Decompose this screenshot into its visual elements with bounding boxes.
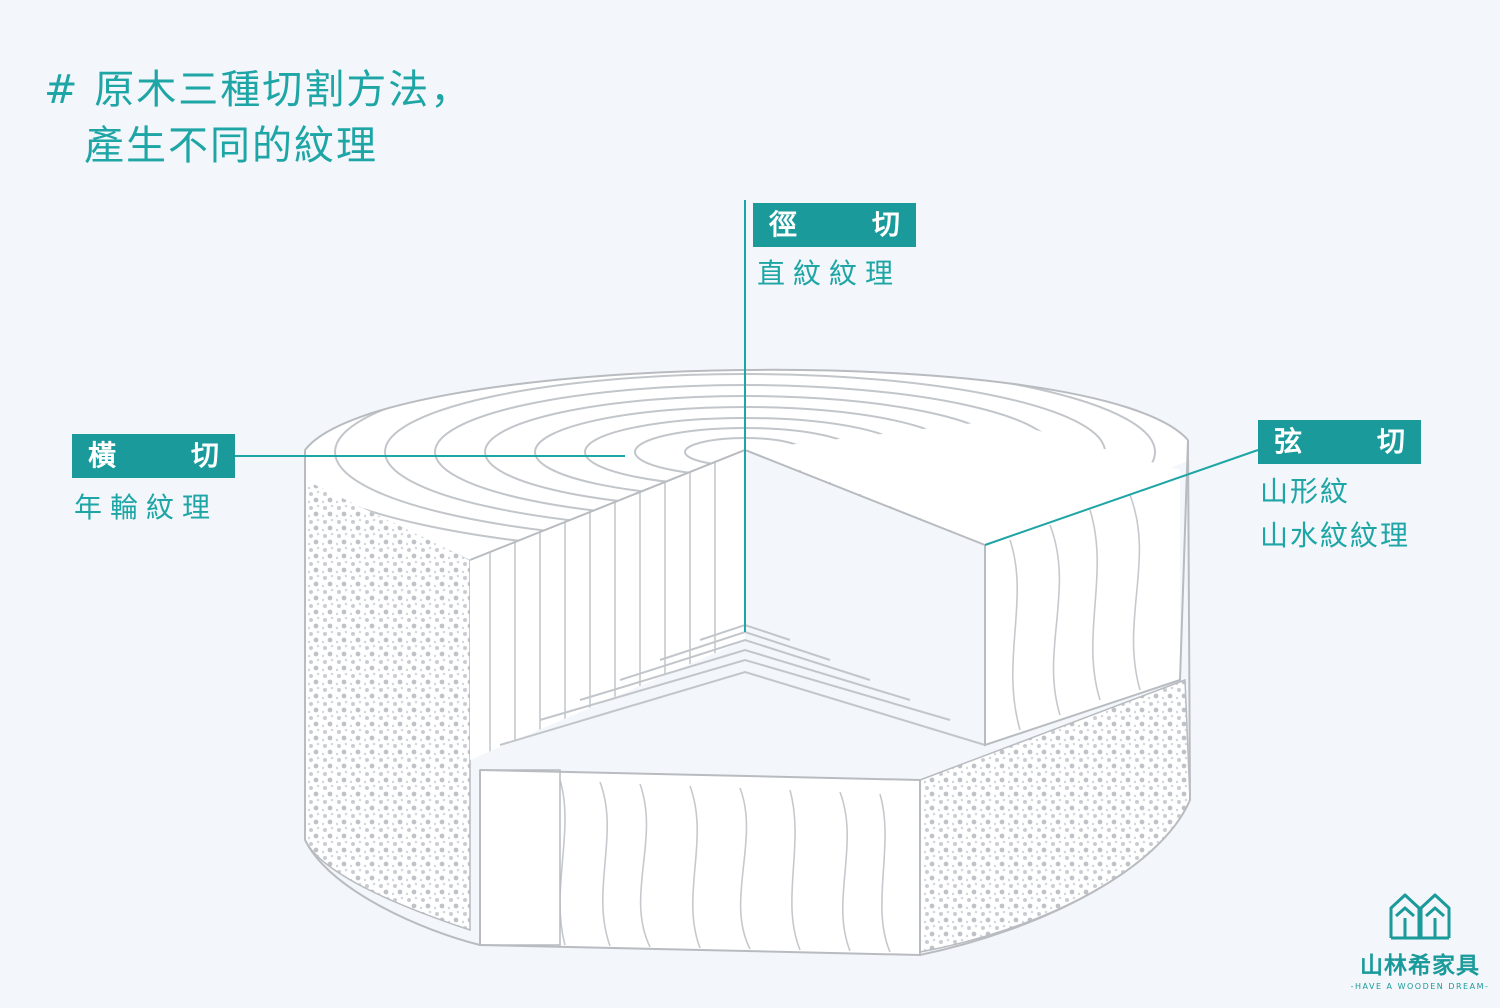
log-outlines (304, 439, 1192, 957)
front-plank-end (479, 769, 561, 946)
desc-tangential-cut-line-2: 山水紋紋理 (1260, 519, 1411, 552)
label-tangential-cut: 弦 切 (1258, 420, 1421, 464)
desc-cross-cut-line-1: 年輪紋理 (74, 491, 219, 524)
label-cross-cut: 橫 切 (72, 434, 235, 478)
brand-slogan: -HAVE A WOODEN DREAM- (1350, 982, 1490, 991)
page-title: # 原木三種切割方法， 產生不同的紋理 (44, 62, 472, 174)
desc-radial-cut: 直紋紋理 (757, 252, 901, 296)
title-line-2: 產生不同的紋理 (84, 123, 378, 169)
label-radial-cut-char-2: 切 (871, 208, 900, 241)
label-radial-cut: 徑 切 (753, 203, 916, 247)
twin-house-logo-icon (1389, 893, 1451, 940)
brand-name: 山林希家具 (1360, 953, 1480, 979)
top-face-outline (304, 368, 1189, 451)
desc-tangential-cut-line-1: 山形紋 (1260, 475, 1351, 508)
label-tangential-cut-char-2: 切 (1376, 425, 1405, 458)
title-line-1: # 原木三種切割方法， (44, 67, 473, 113)
leader-line-tangential (984, 449, 1259, 546)
desc-radial-cut-line-1: 直紋紋理 (757, 257, 902, 290)
desc-tangential-cut: 山形紋 山水紋紋理 (1260, 470, 1410, 558)
desc-cross-cut: 年輪紋理 (74, 486, 218, 530)
label-tangential-cut-char-1: 弦 (1274, 425, 1303, 458)
label-cross-cut-char-1: 橫 (88, 439, 117, 472)
label-radial-cut-char-1: 徑 (769, 208, 798, 241)
label-cross-cut-char-2: 切 (190, 439, 219, 472)
brand-logo: 山林希家具 -HAVE A WOODEN DREAM- (1350, 892, 1490, 991)
leader-lines (235, 200, 1259, 632)
